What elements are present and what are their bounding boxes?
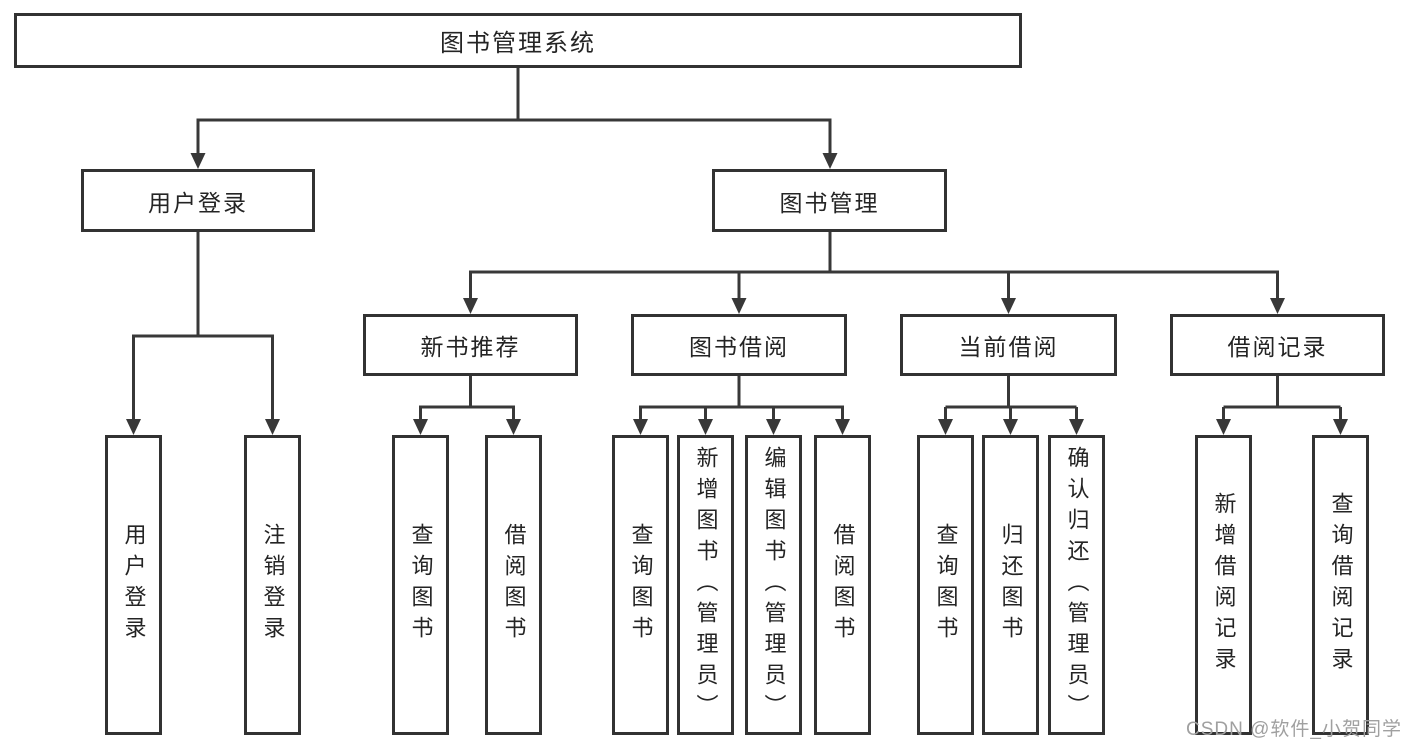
node-borrow-records-label: 借阅记录 [1227, 334, 1328, 360]
leaf-borrow-book-2: 借阅图书 [814, 435, 871, 735]
node-book-borrow-label: 图书借阅 [689, 334, 789, 360]
connector-current-borrow-arrowheads [938, 419, 1084, 435]
connector-root [196, 68, 832, 153]
node-current-borrow: 当前借阅 [900, 314, 1117, 376]
leaf-logout: 注销登录 [244, 435, 301, 735]
node-root-system-label: 图书管理系统 [440, 30, 596, 57]
leaf-query-book-2-label: 查询图书 [628, 523, 654, 647]
connector-new-book-rec-arrowheads [413, 419, 521, 435]
node-new-book-rec-label: 新书推荐 [420, 334, 521, 360]
leaf-query-borrow-record-label: 查询借阅记录 [1328, 492, 1354, 678]
node-root-system: 图书管理系统 [14, 13, 1022, 68]
leaf-add-borrow-record: 新增借阅记录 [1195, 435, 1252, 735]
leaf-user-login-label: 用户登录 [121, 523, 147, 647]
node-new-book-rec: 新书推荐 [363, 314, 578, 376]
node-book-mgmt-label: 图书管理 [779, 189, 880, 216]
leaf-query-book-2: 查询图书 [612, 435, 669, 735]
node-user-login: 用户登录 [81, 169, 315, 232]
leaf-borrow-book-1-label: 借阅图书 [501, 523, 527, 647]
node-book-mgmt: 图书管理 [712, 169, 947, 232]
leaf-query-book-1: 查询图书 [392, 435, 449, 735]
connector-current-borrow [944, 376, 1078, 419]
connector-user-login [132, 232, 274, 419]
leaf-add-borrow-record-label: 新增借阅记录 [1211, 492, 1237, 678]
leaf-return-book-label: 归还图书 [998, 523, 1024, 647]
leaf-edit-book-admin-label: 编辑图书（管理员） [761, 445, 787, 725]
connector-book-borrow-arrowheads [633, 419, 850, 435]
connector-borrow-records-arrowheads [1216, 419, 1348, 435]
connector-root-arrowheads [190, 153, 838, 169]
node-book-borrow: 图书借阅 [631, 314, 847, 376]
leaf-query-borrow-record: 查询借阅记录 [1312, 435, 1369, 735]
leaf-return-book: 归还图书 [982, 435, 1039, 735]
connector-user-login-arrowheads [126, 419, 280, 435]
node-borrow-records: 借阅记录 [1170, 314, 1385, 376]
leaf-query-book-3: 查询图书 [917, 435, 974, 735]
leaf-add-book-admin-label: 新增图书（管理员） [693, 445, 719, 725]
leaf-confirm-return-admin-label: 确认归还（管理员） [1064, 445, 1090, 725]
node-user-login-label: 用户登录 [148, 189, 248, 216]
connector-book-mgmt [469, 232, 1279, 298]
leaf-logout-label: 注销登录 [260, 523, 286, 647]
connector-book-borrow [639, 376, 844, 419]
node-current-borrow-label: 当前借阅 [958, 334, 1059, 360]
watermark: CSDN @软件_小贺同学 [1186, 719, 1402, 740]
leaf-borrow-book-1: 借阅图书 [485, 435, 542, 735]
leaf-user-login: 用户登录 [105, 435, 162, 735]
leaf-confirm-return-admin: 确认归还（管理员） [1048, 435, 1105, 735]
connector-borrow-records [1222, 376, 1342, 419]
leaf-borrow-book-2-label: 借阅图书 [830, 523, 856, 647]
leaf-query-book-1-label: 查询图书 [408, 523, 434, 647]
leaf-add-book-admin: 新增图书（管理员） [677, 435, 734, 735]
connector-book-mgmt-arrowheads [463, 298, 1285, 314]
connector-new-book-rec [419, 376, 515, 419]
leaf-edit-book-admin: 编辑图书（管理员） [745, 435, 802, 735]
leaf-query-book-3-label: 查询图书 [933, 523, 959, 647]
